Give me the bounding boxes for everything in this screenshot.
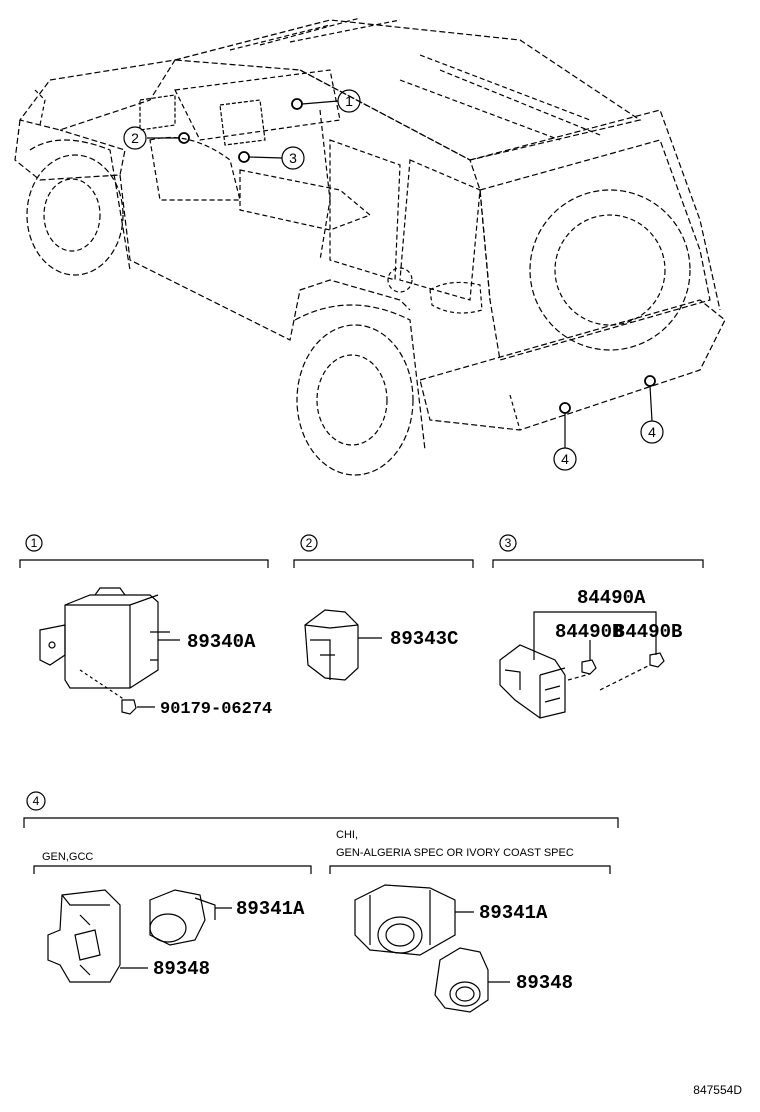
callout-4b: 4 xyxy=(640,420,664,444)
svg-text:2: 2 xyxy=(131,130,139,146)
section-1: 1 89340A 90179-06274 xyxy=(19,534,272,719)
callout-4a: 4 xyxy=(553,447,577,471)
sensor-retainer-icon xyxy=(434,947,489,1013)
bulb-icon-left xyxy=(581,659,597,675)
svg-text:1: 1 xyxy=(345,93,353,109)
part-89348-right: 89348 xyxy=(516,972,573,994)
spec-chi: CHI, xyxy=(336,829,358,841)
part-89348-left: 89348 xyxy=(153,958,210,980)
part-89340A: 89340A xyxy=(187,631,256,653)
drawing-reference: 847554D xyxy=(693,1083,742,1097)
callout-1: 1 xyxy=(337,89,361,113)
section-2: 2 89343C xyxy=(293,534,474,681)
buzzer-icon xyxy=(304,609,359,681)
spec-gen-gcc: GEN,GCC xyxy=(42,851,93,863)
parking-sensor-icon-right xyxy=(354,884,456,956)
svg-text:4: 4 xyxy=(648,424,656,440)
vehicle-illustration xyxy=(14,17,726,476)
svg-text:3: 3 xyxy=(505,536,512,550)
svg-text:4: 4 xyxy=(561,451,569,467)
bolt-icon xyxy=(79,669,137,715)
callout-2: 2 xyxy=(123,126,147,150)
part-84490B-left: 84490B xyxy=(555,621,623,643)
section-3: 3 84490A 84490B 84490B xyxy=(492,534,704,719)
parking-sensor-icon-left xyxy=(149,889,216,946)
part-89341A-right: 89341A xyxy=(479,902,548,924)
callout-3: 3 xyxy=(281,146,305,170)
section-4: 4 GEN,GCC 89341A 89348 CHI, GEN-ALGERIA … xyxy=(23,791,619,1013)
switch-icon xyxy=(499,644,566,719)
spec-algeria-ivory-coast: GEN-ALGERIA SPEC OR IVORY COAST SPEC xyxy=(336,847,574,859)
svg-text:4: 4 xyxy=(33,794,40,808)
part-84490A: 84490A xyxy=(577,587,646,609)
sensor-bracket-icon xyxy=(47,889,121,983)
part-89341A-left: 89341A xyxy=(236,898,305,920)
svg-text:3: 3 xyxy=(289,150,297,166)
part-89343C: 89343C xyxy=(390,628,458,650)
bulb-icon-right xyxy=(649,652,665,668)
control-module-icon xyxy=(39,587,170,689)
part-84490B-right: 84490B xyxy=(614,621,682,643)
svg-text:2: 2 xyxy=(306,536,313,550)
part-90179-06274: 90179-06274 xyxy=(160,700,272,719)
svg-text:1: 1 xyxy=(31,536,38,550)
